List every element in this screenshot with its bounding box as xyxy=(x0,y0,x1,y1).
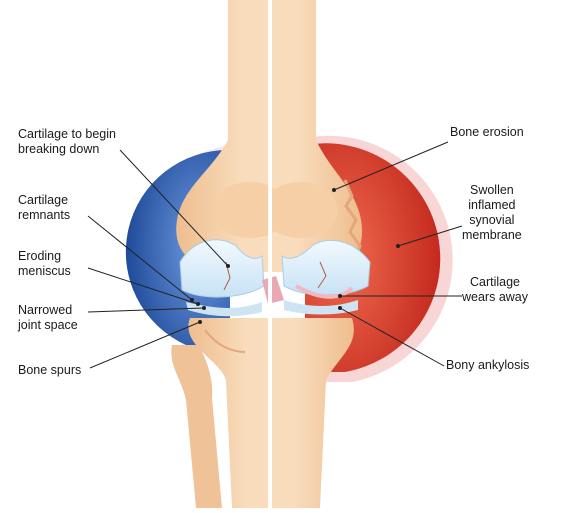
leader-bony-ankylosis xyxy=(339,307,445,367)
label-bony-ankylosis: Bony ankylosis xyxy=(446,358,530,372)
label-eroding-meniscus: Eroding meniscus xyxy=(18,249,71,278)
leader-bone-spurs xyxy=(89,321,201,369)
label-cartilage-breaking: Cartilage to begin breaking down xyxy=(18,127,116,156)
label-bone-erosion: Bone erosion xyxy=(450,125,524,139)
label-swollen-membrane: Swollen inflamed synovial membrane xyxy=(462,183,522,242)
fibula-bone xyxy=(171,345,222,508)
leader-cartilage-breaking xyxy=(119,149,229,267)
leader-lines xyxy=(87,141,463,369)
leader-cartilage-remnants xyxy=(87,215,193,301)
leader-swollen-membrane xyxy=(397,225,463,247)
label-bone-spurs: Bone spurs xyxy=(18,363,82,377)
label-cartilage-wears: Cartilage wears away xyxy=(462,275,528,304)
meniscus xyxy=(186,276,358,317)
leader-bone-erosion xyxy=(333,141,449,191)
center-divider xyxy=(268,0,272,508)
cartilage-right xyxy=(281,239,371,299)
leader-narrowed-joint xyxy=(87,307,205,313)
leader-eroding-meniscus xyxy=(87,267,199,305)
label-narrowed-joint: Narrowed joint space xyxy=(18,303,78,332)
label-cartilage-remnants: Cartilage remnants xyxy=(18,193,71,222)
